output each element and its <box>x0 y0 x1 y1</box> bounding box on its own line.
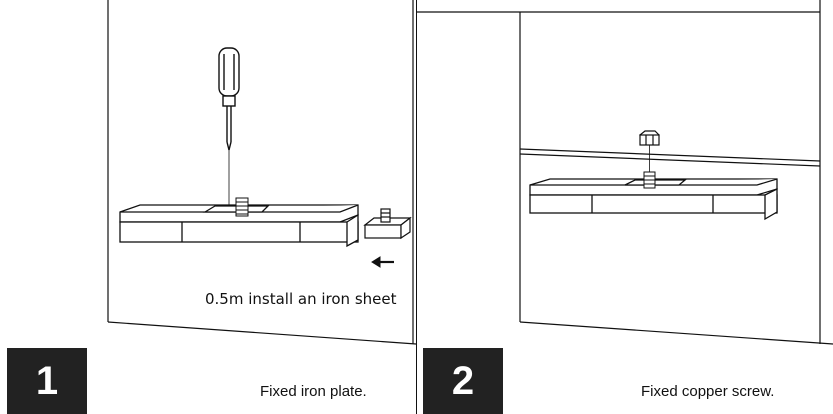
copper-screw <box>643 171 656 189</box>
step-number-badge: 1 <box>7 348 87 414</box>
step-caption: Fixed copper screw. <box>641 383 775 400</box>
install-note: 0.5m install an iron sheet <box>205 290 397 308</box>
step-number-badge: 2 <box>423 348 503 414</box>
wall-outline <box>417 0 833 345</box>
screwdriver-icon <box>218 47 240 206</box>
step-1-illustration <box>107 0 416 345</box>
step-caption: Fixed iron plate. <box>260 383 367 400</box>
panel-divider <box>416 0 417 414</box>
step-2-illustration <box>417 0 833 345</box>
wall-outline <box>107 0 416 345</box>
iron-sheet-block <box>363 208 412 240</box>
step-1-panel: 0.5m install an iron sheet 1 Fixed iron … <box>0 0 416 414</box>
arrow-left-icon <box>371 256 394 268</box>
step-2-panel: 2 Fixed copper screw. <box>417 0 833 414</box>
rail-screw <box>235 197 249 217</box>
